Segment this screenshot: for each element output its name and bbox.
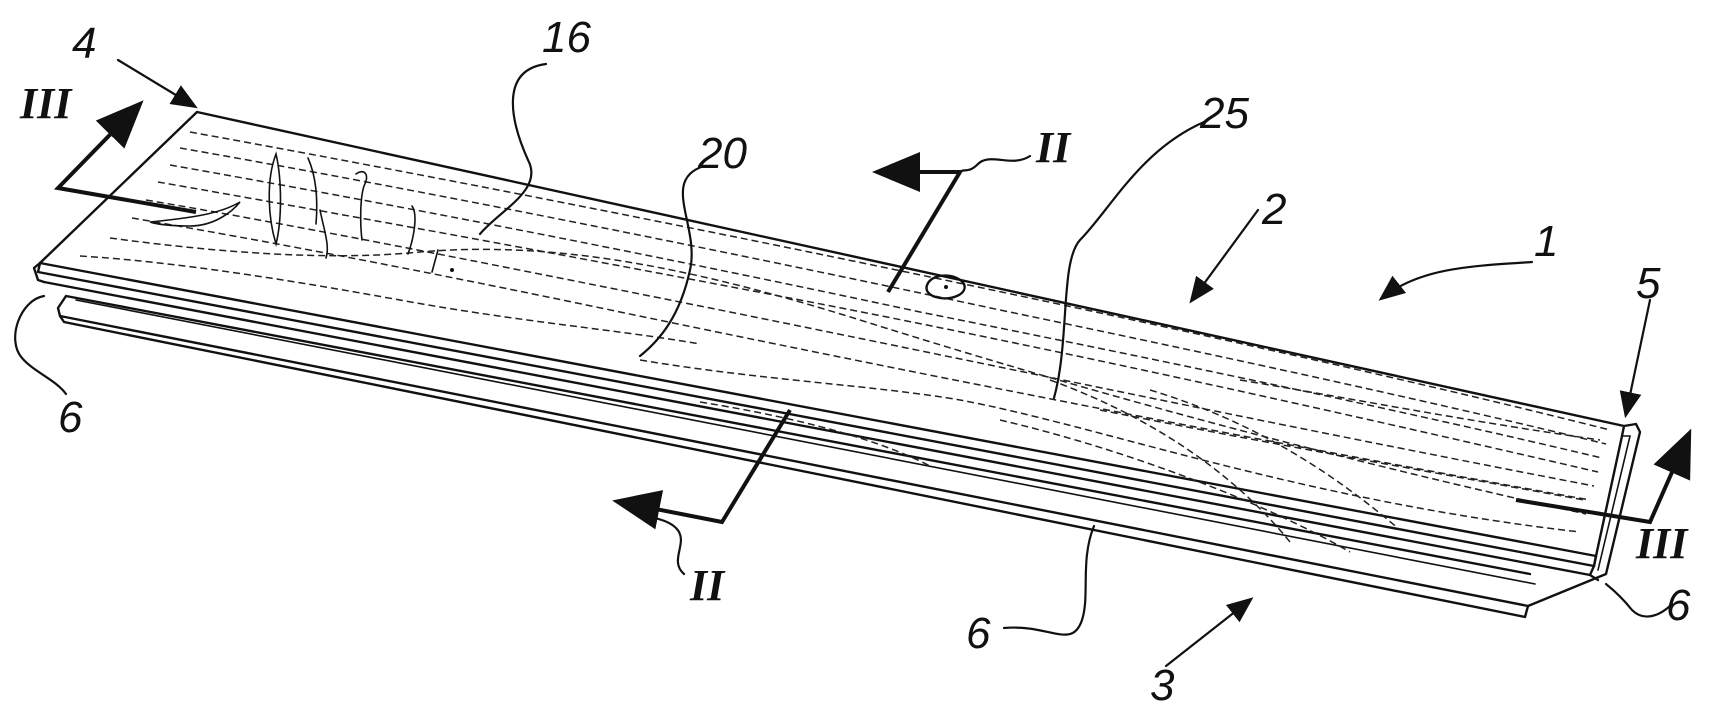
leader-4: [118, 60, 194, 106]
bottom-layer-front: [60, 316, 1528, 617]
leader-ii-bottom: [630, 508, 684, 574]
ref-3: 3: [1150, 661, 1175, 710]
leader-1: [1382, 262, 1532, 298]
bottom-layer-top-edge: [44, 282, 1590, 575]
leader-ii-top: [960, 156, 1030, 172]
ref-4: 4: [72, 19, 96, 68]
ref-20: 20: [697, 129, 747, 178]
section-iii-right-marker: [1516, 436, 1688, 522]
section-iii-left-marker: [58, 106, 196, 212]
leader-6-bottom: [1004, 526, 1094, 635]
ref-2: 2: [1261, 185, 1286, 234]
section-label-iii-left: III: [19, 79, 73, 128]
section-label-ii-top: II: [1035, 123, 1072, 172]
section-label-iii-right: III: [1635, 519, 1689, 568]
ref-5: 5: [1636, 259, 1661, 308]
leader-6-right: [1606, 584, 1672, 617]
ref-1: 1: [1534, 217, 1558, 266]
top-layer-edge: [38, 263, 1596, 566]
top-face-outline: [40, 112, 1624, 556]
ref-25: 25: [1199, 89, 1249, 138]
section-ii-bottom-marker: [620, 410, 790, 522]
bottom-layer-lip: [58, 296, 1530, 574]
ref-16: 16: [542, 13, 591, 62]
ref-6-left: 6: [58, 393, 83, 442]
wavy-leaders: [15, 64, 1672, 635]
right-end-tongue: [1528, 424, 1640, 606]
section-ii-top-marker: [880, 172, 960, 292]
ref-6-right: 6: [1666, 581, 1691, 630]
leader-arrows: [118, 60, 1650, 666]
right-end-step: [1590, 556, 1598, 580]
knot-center: [944, 285, 948, 289]
bottom-groove: [76, 300, 1535, 584]
floor-panel: [34, 112, 1640, 617]
leader-3: [1166, 600, 1250, 666]
leader-2: [1192, 210, 1258, 300]
leader-16: [480, 64, 546, 234]
right-end-inner: [1598, 436, 1630, 570]
ref-6-bottom: 6: [966, 609, 991, 658]
leader-5: [1626, 300, 1650, 414]
section-label-ii-bottom: II: [689, 561, 726, 610]
